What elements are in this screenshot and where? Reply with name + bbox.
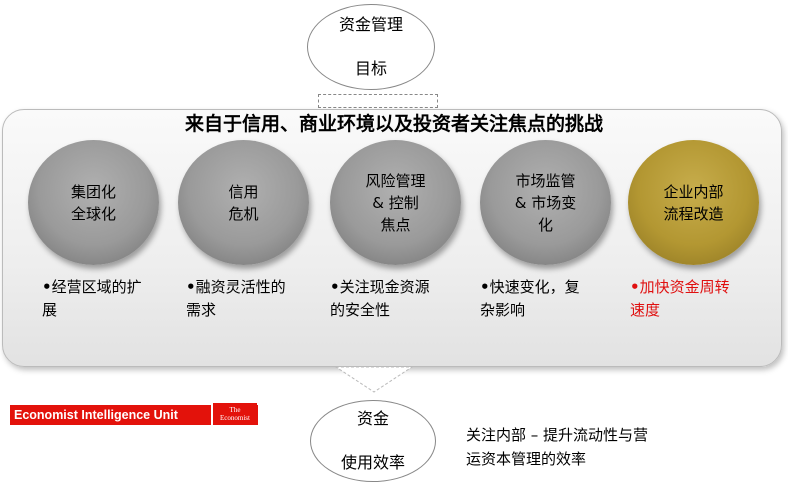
down-arrow-icon (334, 366, 414, 393)
bullet-dot: • (42, 278, 52, 296)
efficiency-oval-line2: 使用效率 (340, 453, 405, 472)
bullet-text: 融资灵活性的 需求 (186, 278, 286, 319)
badge-line2: Economist (220, 414, 250, 422)
bullet-dot: • (630, 278, 640, 296)
goal-oval: 资金管理 目标 (307, 4, 435, 90)
eiu-logo-text: Economist Intelligence Unit (14, 408, 178, 422)
goal-oval-line1: 资金管理 (338, 15, 403, 34)
bullet-dot: • (186, 278, 196, 296)
challenge-circle-credit-crisis: 信用 危机 (178, 140, 309, 265)
bullet-item: •关注现金资源 的安全性 (330, 276, 430, 322)
panel-title: 来自于信用、商业环境以及投资者关注焦点的挑战 (184, 113, 603, 135)
efficiency-oval-line1: 资金 (356, 409, 389, 428)
bullet-item-highlight: •加快资金周转 速度 (630, 276, 730, 322)
bullet-text: 快速变化，复 杂影响 (480, 278, 580, 319)
bullet-item: •快速变化，复 杂影响 (480, 276, 580, 322)
challenge-circle-globalization: 集团化 全球化 (28, 140, 159, 265)
bullet-text: 经营区域的扩 展 (42, 278, 142, 319)
challenge-circle-process-reengineering: 企业内部 流程改造 (628, 140, 759, 265)
bullet-text: 关注现金资源 的安全性 (330, 278, 430, 319)
economist-badge: The Economist (211, 403, 257, 425)
eiu-logo: Economist Intelligence Unit (10, 405, 258, 425)
challenge-circle-risk-control: 风险管理 & 控制 焦点 (330, 140, 461, 265)
bullet-item: •融资灵活性的 需求 (186, 276, 286, 322)
dashed-connector (318, 94, 438, 108)
goal-oval-line2: 目标 (354, 59, 387, 78)
bullet-dot: • (480, 278, 490, 296)
bullet-text: 加快资金周转 速度 (630, 278, 730, 319)
bullet-dot: • (330, 278, 340, 296)
efficiency-note: 关注内部 – 提升流动性与营 运资本管理的效率 (466, 426, 649, 468)
efficiency-oval: 资金 使用效率 (310, 400, 436, 482)
badge-line1: The (229, 406, 241, 414)
challenge-circle-market-regulation: 市场监管 & 市场变 化 (480, 140, 611, 265)
bullet-item: •经营区域的扩 展 (42, 276, 142, 322)
